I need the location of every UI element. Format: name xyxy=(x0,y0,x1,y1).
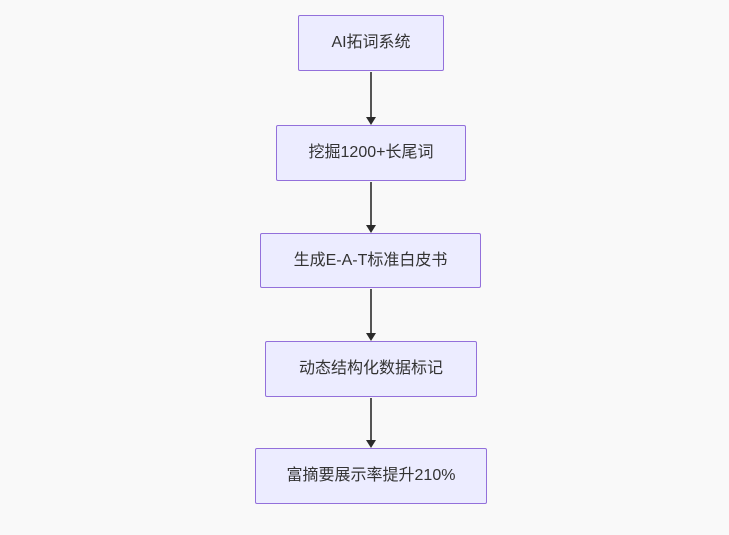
flow-node-label: 富摘要展示率提升210% xyxy=(286,467,456,485)
flow-node-structured-data-markup: 动态结构化数据标记 xyxy=(265,341,477,397)
flow-node-eat-whitepaper: 生成E-A-T标准白皮书 xyxy=(260,233,481,288)
flow-node-label: 动态结构化数据标记 xyxy=(298,360,443,378)
edge-arrow-4-5 xyxy=(365,398,376,448)
flow-node-label: 挖掘1200+长尾词 xyxy=(308,144,434,162)
flow-node-label: 生成E-A-T标准白皮书 xyxy=(293,251,448,269)
edge-arrow-1-2 xyxy=(365,72,376,125)
flow-node-ai-keyword-system: AI拓词系统 xyxy=(298,15,444,71)
edge-arrow-2-3 xyxy=(365,182,376,233)
flow-node-label: AI拓词系统 xyxy=(331,34,411,52)
flow-node-longtail-mining: 挖掘1200+长尾词 xyxy=(276,125,466,181)
edge-arrow-3-4 xyxy=(365,289,376,341)
flow-node-rich-snippet-lift: 富摘要展示率提升210% xyxy=(255,448,487,504)
